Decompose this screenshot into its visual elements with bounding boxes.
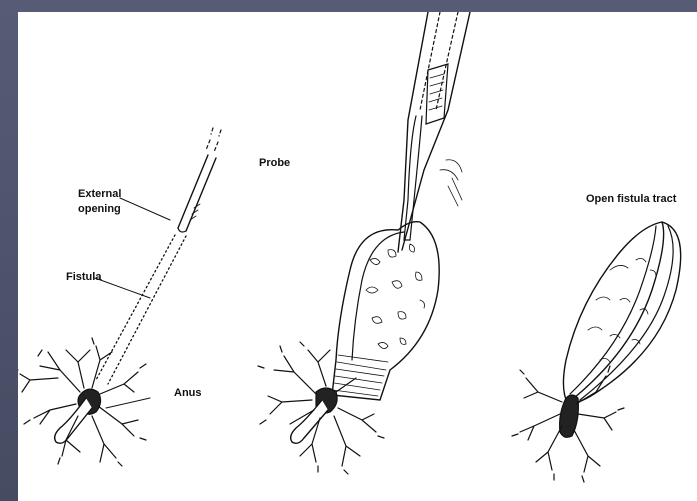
illustration-panel: Probe External opening Fistula Anus Open… [18, 12, 697, 501]
fistula-label: Fistula [66, 271, 101, 284]
fistula-tract [96, 235, 186, 384]
opened-tract-panel2 [258, 222, 439, 474]
fistulotomy-diagram [18, 12, 697, 501]
open-fistula-tract-label: Open fistula tract [586, 193, 676, 206]
scissors-illustration [398, 12, 470, 252]
external-opening-label-line1: External [78, 188, 121, 201]
probe-label: Probe [259, 157, 290, 170]
probe-illustration [178, 128, 221, 232]
anus-left [18, 338, 146, 466]
external-opening-label-line2: opening [78, 203, 121, 216]
anus-label: Anus [174, 387, 202, 400]
open-fistula-tract-illustration [512, 222, 681, 482]
